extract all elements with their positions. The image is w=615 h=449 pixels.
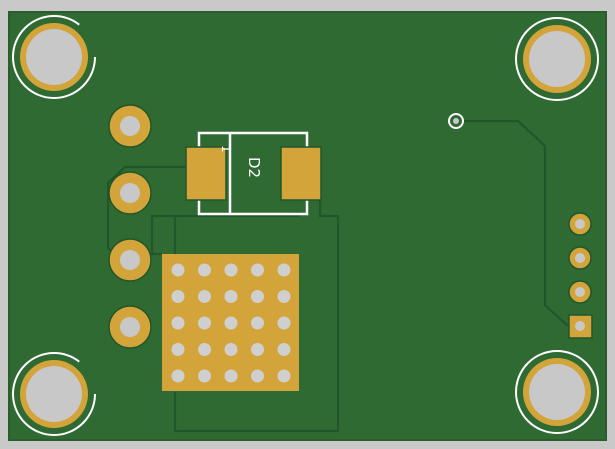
thermal-via — [198, 290, 211, 303]
thermal-pad — [162, 254, 299, 391]
mounting-hole-bottom-left — [12, 352, 96, 436]
thermal-via — [251, 316, 264, 330]
pad-right-2 — [568, 246, 592, 270]
pad-left-3 — [108, 238, 152, 282]
trace-pour-outline — [173, 200, 340, 433]
thermal-via-grid — [171, 263, 291, 383]
copper-traces — [106, 119, 569, 433]
pad-left-4 — [108, 305, 152, 349]
thermal-via — [171, 343, 185, 356]
diode-pad-2 — [280, 146, 322, 201]
pad-right-4-square — [568, 314, 593, 339]
trace-via — [448, 113, 464, 129]
thermal-via — [198, 343, 211, 356]
pcb-board — [8, 11, 607, 441]
thermal-via — [198, 263, 211, 277]
header-right — [568, 212, 593, 339]
thermal-via — [251, 343, 264, 356]
pad-left-1 — [108, 104, 152, 148]
mounting-hole-top-left — [12, 15, 96, 99]
thermal-via — [171, 369, 185, 383]
mounting-hole-top-right — [515, 17, 599, 101]
pad-left-2 — [108, 171, 152, 215]
diode-pin-mark: 1 — [219, 145, 233, 153]
thermal-via — [277, 290, 291, 303]
header-left — [108, 104, 152, 349]
thermal-via — [277, 263, 291, 277]
mounting-hole-bottom-right — [515, 350, 599, 434]
thermal-via — [277, 316, 291, 330]
thermal-via — [171, 316, 185, 330]
trace-pour-top — [173, 214, 300, 254]
thermal-via — [171, 290, 185, 303]
thermal-via — [251, 290, 264, 303]
diode-pad-1 — [185, 146, 227, 201]
thermal-via — [224, 369, 238, 383]
pad-right-1 — [568, 212, 592, 236]
thermal-via — [198, 316, 211, 330]
thermal-via — [224, 316, 238, 330]
thermal-via — [277, 369, 291, 383]
thermal-via — [251, 263, 264, 277]
thermal-via — [224, 290, 238, 303]
pad-right-3 — [568, 280, 592, 304]
thermal-via — [198, 369, 211, 383]
trace-right — [456, 119, 569, 327]
thermal-via — [224, 263, 238, 277]
diode-d2: D2 1 — [185, 131, 322, 216]
diode-label: D2 — [245, 157, 263, 178]
thermal-via — [251, 369, 264, 383]
thermal-via — [277, 343, 291, 356]
thermal-via — [171, 263, 185, 277]
thermal-via — [224, 343, 238, 356]
trace-pad-outline-left — [150, 214, 175, 256]
